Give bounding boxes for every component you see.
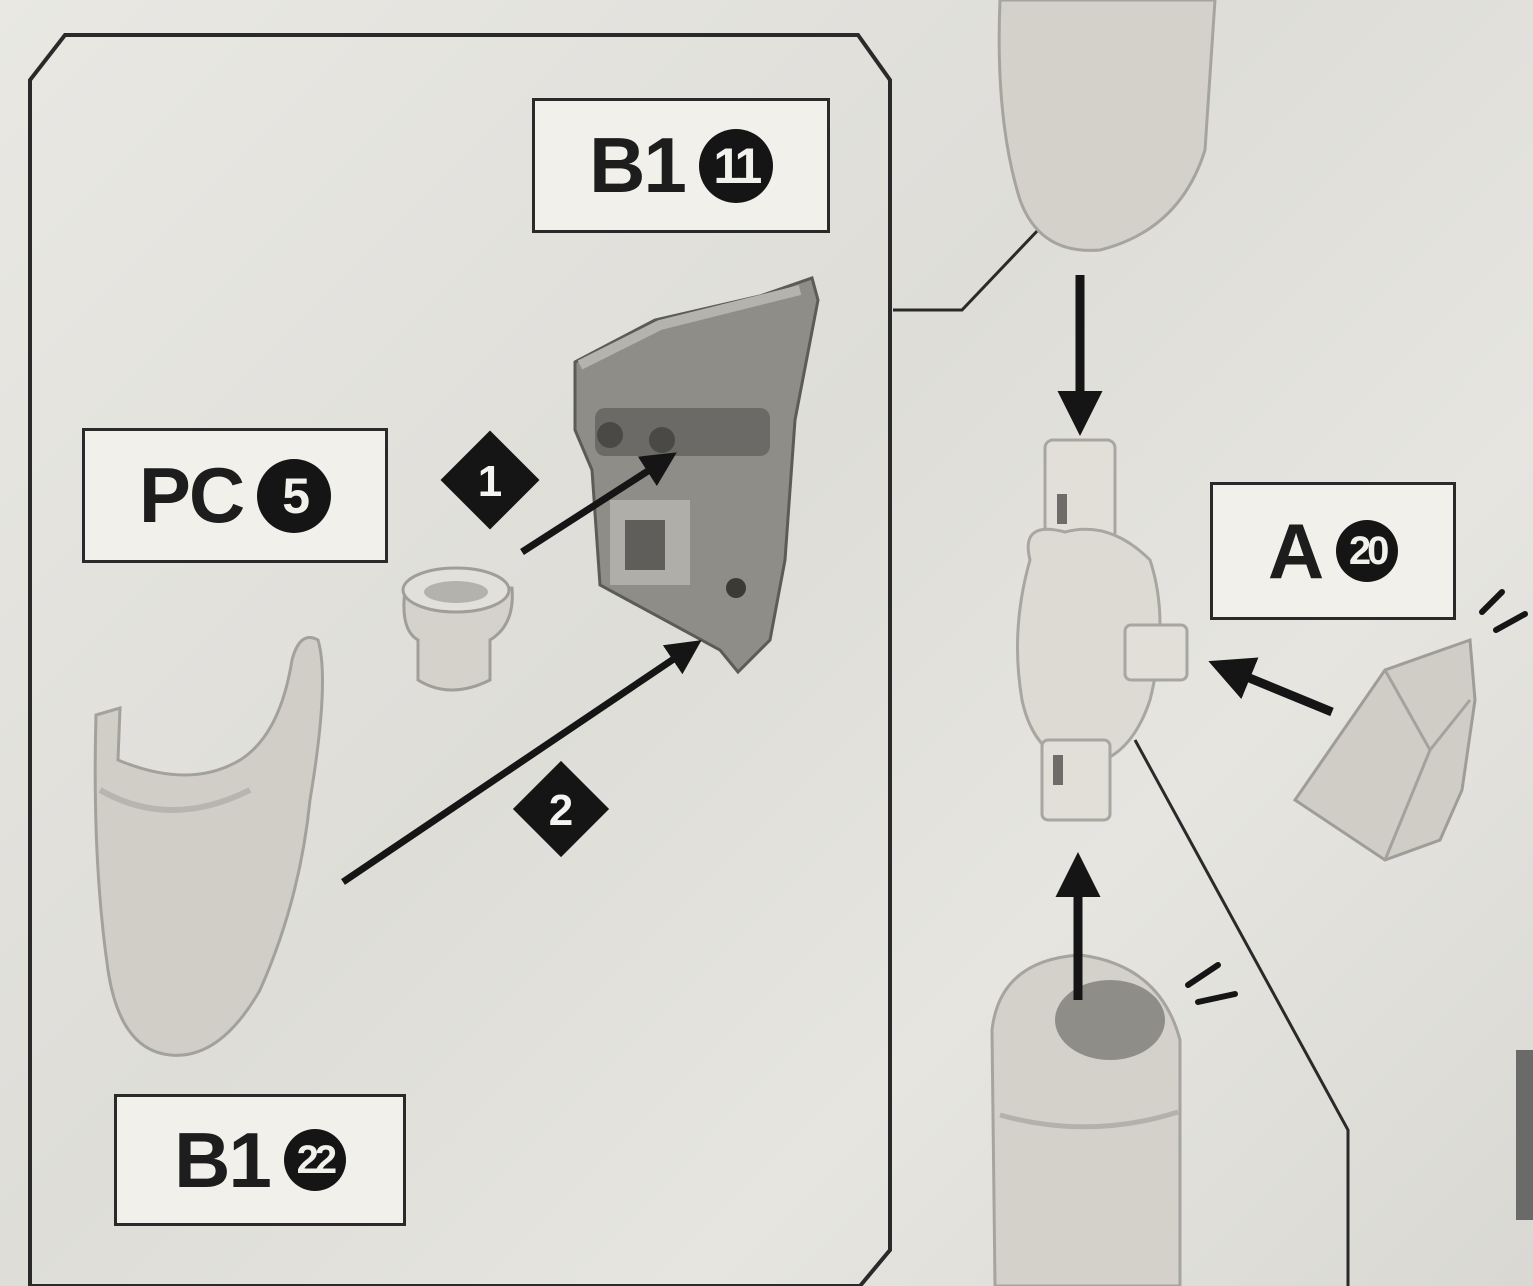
page-edge-mark bbox=[1516, 1050, 1533, 1220]
step-2-diamond: 2 bbox=[512, 760, 610, 858]
label-b1-11: B1 11 bbox=[532, 98, 830, 233]
label-pc-5: PC 5 bbox=[82, 428, 388, 563]
label-a-20: A 20 bbox=[1210, 482, 1456, 620]
leader-line-bottom bbox=[1133, 739, 1350, 1286]
click-mark-lower-leg bbox=[1185, 962, 1238, 1005]
arrow-step-1 bbox=[520, 452, 677, 555]
knee-joint-part bbox=[1016, 438, 1189, 822]
label-b1-22: B1 22 bbox=[114, 1094, 406, 1226]
step-1-number: 1 bbox=[478, 457, 502, 506]
label-pc-5-code: PC bbox=[138, 451, 245, 539]
label-b1-22-number: 22 bbox=[283, 1129, 346, 1191]
label-a-20-code: A bbox=[1267, 506, 1324, 595]
step-1-diamond: 1 bbox=[440, 430, 540, 530]
label-b1-22-code: B1 bbox=[174, 1115, 272, 1204]
lower-leg-part bbox=[990, 953, 1182, 1286]
label-b1-11-number: 11 bbox=[698, 128, 773, 203]
step-2-number: 2 bbox=[549, 786, 573, 835]
pc-5-part bbox=[401, 566, 514, 692]
arrow-a20-to-joint bbox=[1208, 657, 1334, 717]
click-mark-a20 bbox=[1479, 589, 1528, 633]
a-20-part bbox=[1292, 637, 1477, 862]
b1-11-part bbox=[573, 276, 820, 675]
b1-22-part bbox=[93, 636, 324, 1057]
callout-panel bbox=[28, 33, 892, 1286]
label-b1-11-code: B1 bbox=[589, 121, 687, 209]
upper-leg-part bbox=[997, 0, 1217, 252]
label-pc-5-number: 5 bbox=[257, 458, 332, 533]
arrow-step-2 bbox=[341, 640, 702, 885]
label-a-20-number: 20 bbox=[1336, 520, 1399, 582]
leader-line-top bbox=[893, 226, 1042, 312]
